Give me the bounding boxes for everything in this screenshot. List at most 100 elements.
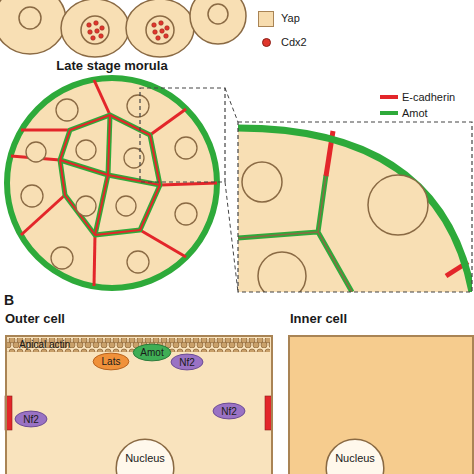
illustration-part	[127, 95, 149, 117]
illustration-part	[95, 175, 108, 235]
lats-protein: Lats	[92, 352, 130, 371]
illustration-part	[116, 196, 136, 216]
illustration-part	[76, 196, 96, 216]
illustration-part	[152, 23, 157, 28]
illustration-part	[127, 251, 149, 273]
legend-dot	[262, 38, 271, 47]
illustration-part	[208, 4, 228, 24]
illustration-part	[21, 95, 197, 273]
amot-sample	[380, 111, 398, 115]
illustration-part	[11, 80, 217, 286]
illustration-part	[108, 175, 160, 185]
illustration-part	[60, 115, 160, 235]
protein-name: Amot	[132, 347, 172, 358]
nucleus: Nucleus	[325, 438, 385, 474]
illustration-part	[60, 115, 160, 235]
illustration-part	[126, 0, 194, 57]
legend-text: Cdx2	[281, 36, 307, 48]
illustration-part	[164, 34, 169, 39]
illustration-part	[94, 80, 110, 115]
early-embryo-cells	[0, 0, 246, 57]
illustration-part	[19, 7, 41, 29]
illustration-part	[165, 26, 170, 31]
amot-protein: Amot	[132, 343, 172, 362]
illustration-part	[60, 160, 108, 175]
nf2-protein: Nf2	[170, 353, 204, 371]
outer-cell-fill	[5, 335, 272, 474]
illustration-part	[88, 30, 93, 35]
cell-heading: Inner cell	[290, 312, 347, 326]
illustration-part	[258, 252, 306, 292]
protein-name: Lats	[92, 356, 130, 367]
illustration-part	[156, 36, 161, 41]
cell-outline	[288, 335, 474, 474]
legend-text: Yap	[281, 12, 300, 24]
illustration-part	[60, 160, 108, 175]
illustration-part	[124, 148, 144, 168]
illustration-part	[108, 115, 110, 175]
illustration-part	[99, 34, 104, 39]
illustration-part	[21, 185, 43, 207]
nf2-protein: Nf2	[212, 402, 246, 420]
morula	[7, 78, 238, 292]
illustration-part	[100, 26, 105, 31]
illustration-part	[60, 115, 160, 235]
legend-text: Amot	[402, 107, 428, 119]
ecadherin-sample	[380, 95, 398, 99]
illustration-part	[81, 16, 109, 44]
illustration-part	[153, 30, 158, 35]
illustration-part	[190, 0, 246, 44]
panel-letter: B	[4, 293, 14, 308]
illustration-part	[108, 115, 110, 175]
cell-heading: Outer cell	[5, 312, 65, 326]
legend-text: E-cadherin	[402, 91, 455, 103]
illustration-part	[76, 140, 96, 160]
illustration-part	[159, 21, 164, 26]
illustration-part	[108, 175, 160, 185]
zoom-frame	[238, 122, 472, 292]
legend-swatch	[258, 11, 274, 27]
illustration-part	[51, 247, 73, 269]
structure-label: Apical actin	[19, 339, 70, 350]
illustration-part	[60, 115, 160, 235]
illustration-part	[95, 29, 100, 34]
outer-cell: Outer cellApical actinLatsAmotNf2Nf2Nf2N…	[5, 312, 273, 474]
illustration-part	[0, 0, 66, 54]
illustration-part	[140, 230, 186, 257]
illustration-part	[160, 29, 165, 34]
nucleus-label: Nucleus	[115, 452, 175, 464]
illustration-part	[160, 183, 217, 185]
illustration-part	[225, 88, 238, 122]
illustration-part	[87, 23, 92, 28]
illustration-part	[21, 129, 70, 132]
protein-name: Nf2	[14, 414, 48, 425]
illustration-part	[94, 235, 95, 286]
illustration-part	[368, 175, 428, 235]
illustration-part	[91, 36, 96, 41]
nf2-protein: Nf2	[14, 410, 48, 428]
illustration-part	[242, 162, 282, 202]
illustration-part	[61, 0, 129, 57]
junction-right	[265, 396, 272, 430]
illustration-part	[7, 78, 217, 288]
illustration-part	[146, 16, 174, 44]
cdx2-dots	[87, 21, 170, 41]
illustration-part	[26, 142, 46, 162]
inner-cell-fill	[288, 335, 474, 474]
nucleus: Nucleus	[115, 438, 175, 474]
nucleus-label: Nucleus	[325, 452, 385, 464]
illustration-part	[95, 175, 108, 235]
illustration-part	[175, 137, 197, 159]
protein-name: Nf2	[212, 406, 246, 417]
zoom-panel	[238, 128, 472, 292]
illustration-part	[150, 109, 186, 135]
illustration-part	[225, 182, 238, 292]
illustration-part	[56, 99, 78, 121]
panel-title: Late stage morula	[0, 59, 224, 73]
illustration-part	[140, 88, 225, 182]
illustration-part	[175, 203, 197, 225]
illustration-part	[94, 21, 99, 26]
protein-name: Nf2	[170, 357, 204, 368]
inner-cell: Inner cellNucleus	[288, 312, 474, 474]
